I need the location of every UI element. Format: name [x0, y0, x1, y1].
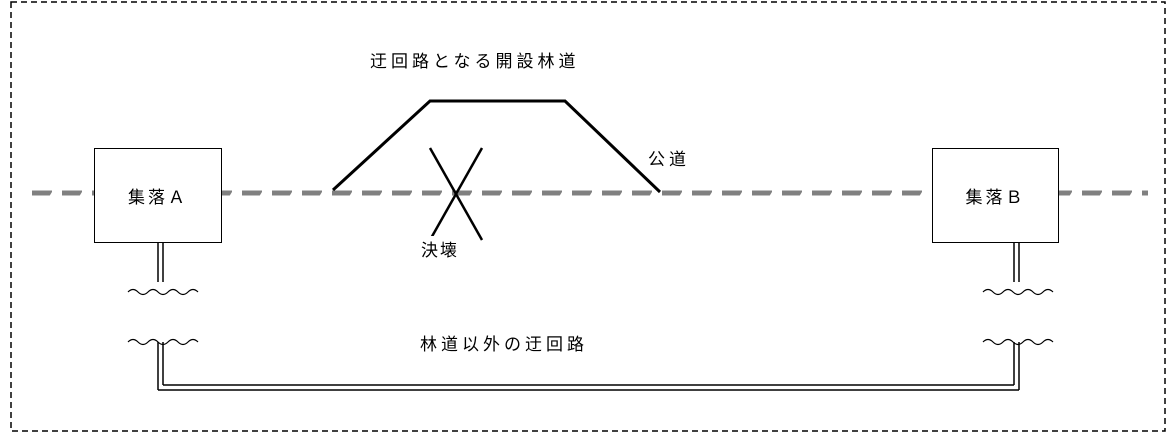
right-connector	[982, 242, 1054, 390]
road-slash	[649, 188, 656, 198]
village-a-box: 集落Ａ	[94, 148, 222, 243]
forest-road-detour	[331, 99, 662, 194]
road-slash	[319, 188, 326, 198]
road-slash	[769, 188, 776, 198]
road-slash	[829, 188, 836, 198]
forest-road-label: 迂回路となる開設林道	[370, 52, 580, 72]
road-slash	[439, 188, 446, 198]
road-slash	[49, 188, 56, 198]
village-a-label: 集落Ａ	[128, 188, 188, 208]
village-b-label: 集落Ｂ	[965, 188, 1026, 208]
outer-frame	[10, 1, 1166, 432]
road-slash	[709, 188, 716, 198]
road-slash	[589, 188, 596, 198]
road-slash	[739, 188, 746, 198]
collapse-x-icon	[428, 147, 484, 241]
road-slash	[529, 188, 536, 198]
road-slash	[1099, 188, 1106, 198]
road-slash	[259, 188, 266, 198]
road-slash	[1069, 188, 1076, 198]
road-slash	[229, 188, 236, 198]
road-slash	[289, 188, 296, 198]
road-slash	[379, 188, 386, 198]
left-connector	[127, 242, 199, 390]
road-slash	[619, 188, 626, 198]
road-slash	[889, 188, 896, 198]
road-slash	[859, 188, 866, 198]
road-slash	[79, 188, 86, 198]
road-slash	[559, 188, 566, 198]
road-slash	[499, 188, 506, 198]
public-road-label: 公道	[648, 150, 690, 170]
bottom-detour-route	[158, 384, 1019, 391]
road-slash	[799, 188, 806, 198]
road-slash	[409, 188, 416, 198]
road-slash	[1129, 188, 1136, 198]
collapse-label: 決壊	[421, 236, 459, 261]
other-detour-label: 林道以外の迂回路	[420, 335, 588, 355]
road-slash	[919, 188, 926, 198]
road-slash	[469, 188, 476, 198]
village-b-box: 集落Ｂ	[932, 148, 1059, 243]
road-slash	[349, 188, 356, 198]
road-slash	[679, 188, 686, 198]
